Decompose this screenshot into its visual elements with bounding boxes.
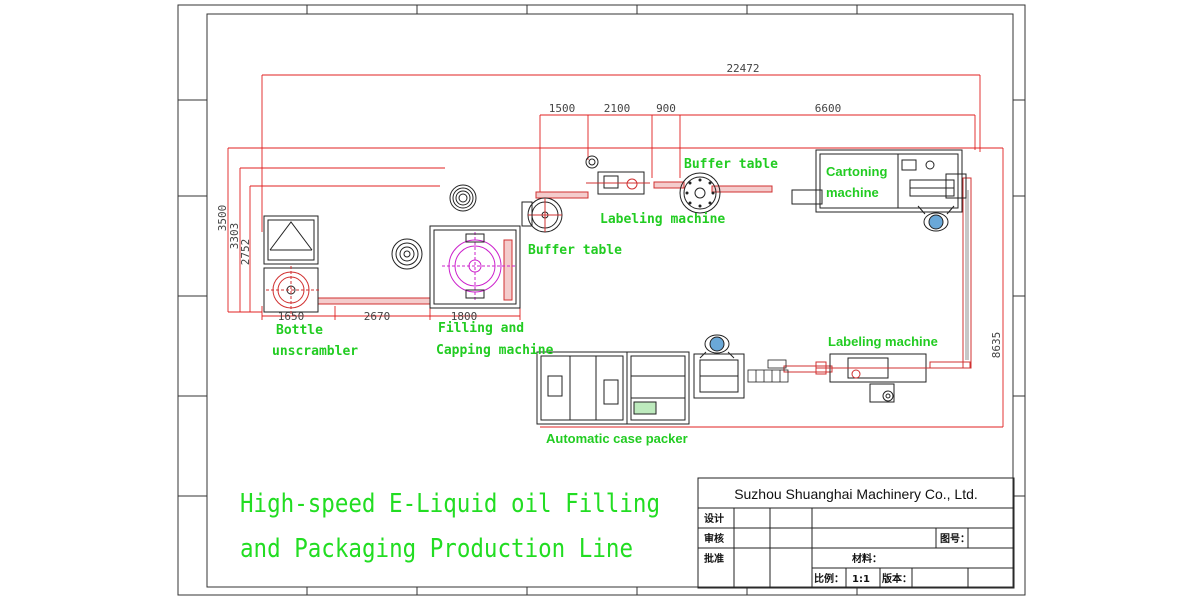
- drawing-title: High-speed E-Liquid oil Filling and Pack…: [240, 489, 660, 564]
- dim-1650: 1650: [278, 310, 305, 323]
- dim-8635: 8635: [990, 332, 1003, 359]
- dim-overall: 22472: [726, 62, 759, 75]
- label-cartoning: Cartoning: [826, 164, 887, 179]
- buffer-table-2: [679, 172, 721, 214]
- dim-3500: 3500: [216, 205, 229, 232]
- label-capping: Capping machine: [436, 343, 554, 358]
- conveyor: [317, 177, 972, 373]
- dim-1800: 1800: [451, 310, 478, 323]
- callouts: Bottle unscrambler Filling and Capping m…: [272, 157, 778, 359]
- title-block-text: Suzhou Shuanghai Machinery Co., Ltd.: [734, 486, 978, 502]
- label-buffer-table-2: Buffer table: [684, 157, 778, 172]
- label-filling: Filling and: [438, 321, 524, 336]
- title-line-1: High-speed E-Liquid oil Filling: [240, 489, 660, 519]
- field-design: 设计: [704, 512, 724, 525]
- label-case-packer: Automatic case packer: [546, 431, 688, 446]
- field-review: 审核: [704, 532, 724, 545]
- filling-capping-machine: [391, 184, 521, 309]
- dim-2752: 2752: [239, 239, 252, 266]
- title-block: [697, 477, 1015, 589]
- field-material: 材料：: [852, 552, 882, 565]
- lower-conveyor: [747, 359, 789, 383]
- bottle-unscrambler: [263, 215, 320, 314]
- conveyor-segments: [965, 190, 969, 360]
- label-buffer-table-1: Buffer table: [528, 243, 622, 258]
- dimension-lines: [227, 74, 1004, 428]
- title-block-fields: 设计 审核 批准 图号： 材料： 比例： 1:1 版本：: [704, 512, 970, 585]
- label-labeling-2: Labeling machine: [828, 334, 938, 349]
- labeling-machine-2: [815, 353, 930, 403]
- dim-2670: 2670: [364, 310, 391, 323]
- dim-3303: 3303: [228, 223, 241, 250]
- labeling-machine-1: [585, 155, 650, 195]
- buffer-table-1: [521, 197, 563, 233]
- field-version: 版本：: [882, 572, 912, 585]
- dim-1500: 1500: [549, 102, 576, 115]
- field-drawing-no: 图号：: [940, 533, 970, 545]
- label-labeling-1: Labeling machine: [600, 212, 725, 227]
- automatic-case-packer: [536, 351, 745, 425]
- company-name: Suzhou Shuanghai Machinery Co., Ltd.: [734, 486, 978, 502]
- dim-6600: 6600: [815, 102, 842, 115]
- dim-900: 900: [656, 102, 676, 115]
- field-scale-value: 1:1: [852, 574, 870, 585]
- label-cartoning-machine: machine: [826, 185, 879, 200]
- field-scale-label: 比例：: [814, 572, 844, 585]
- operator-icon: [917, 205, 955, 232]
- dimension-texts: 22472 1500 2100 900 6600 3500 3303 2752 …: [216, 62, 1003, 358]
- operator-icon: [699, 334, 735, 359]
- cartoning-machine: [791, 149, 967, 213]
- field-approve: 批准: [704, 552, 724, 565]
- dim-2100: 2100: [604, 102, 631, 115]
- label-bottle: Bottle: [276, 323, 323, 338]
- callouts-sans: Cartoning machine Labeling machine Autom…: [546, 164, 938, 446]
- label-unscrambler: unscrambler: [272, 344, 358, 359]
- title-line-2: and Packaging Production Line: [240, 534, 633, 564]
